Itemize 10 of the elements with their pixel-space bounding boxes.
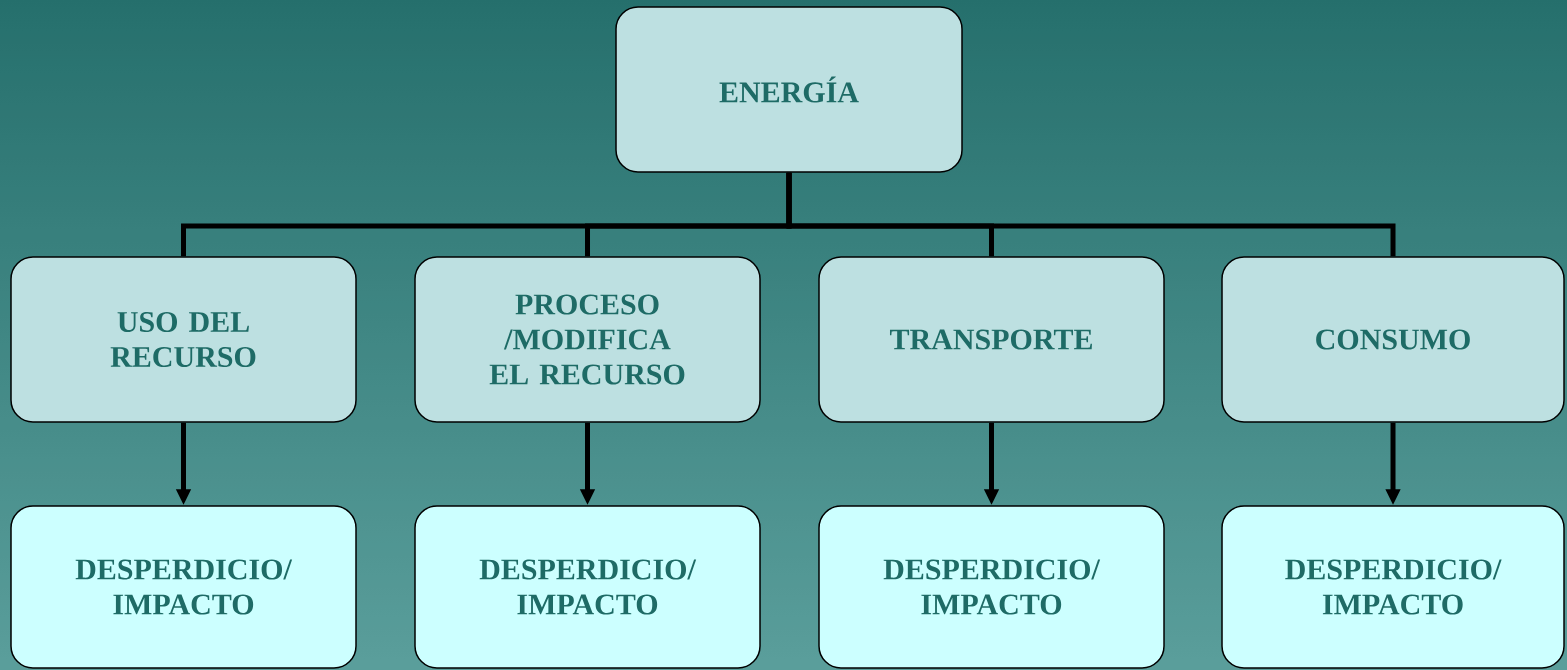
category-box: PROCESO /MODIFICA EL RECURSO: [414, 256, 761, 423]
result-box: DESPERDICIO/ IMPACTO: [818, 505, 1165, 669]
result-box: DESPERDICIO/ IMPACTO: [10, 505, 357, 669]
connector-line: [786, 172, 1396, 257]
category-box: TRANSPORTE: [818, 256, 1165, 423]
category-box: USO DEL RECURSO: [10, 256, 357, 423]
root-box: ENERGÍA: [615, 6, 963, 173]
result-box: DESPERDICIO/ IMPACTO: [414, 505, 761, 669]
result-box: DESPERDICIO/ IMPACTO: [1221, 505, 1565, 669]
category-box: CONSUMO: [1221, 256, 1565, 423]
